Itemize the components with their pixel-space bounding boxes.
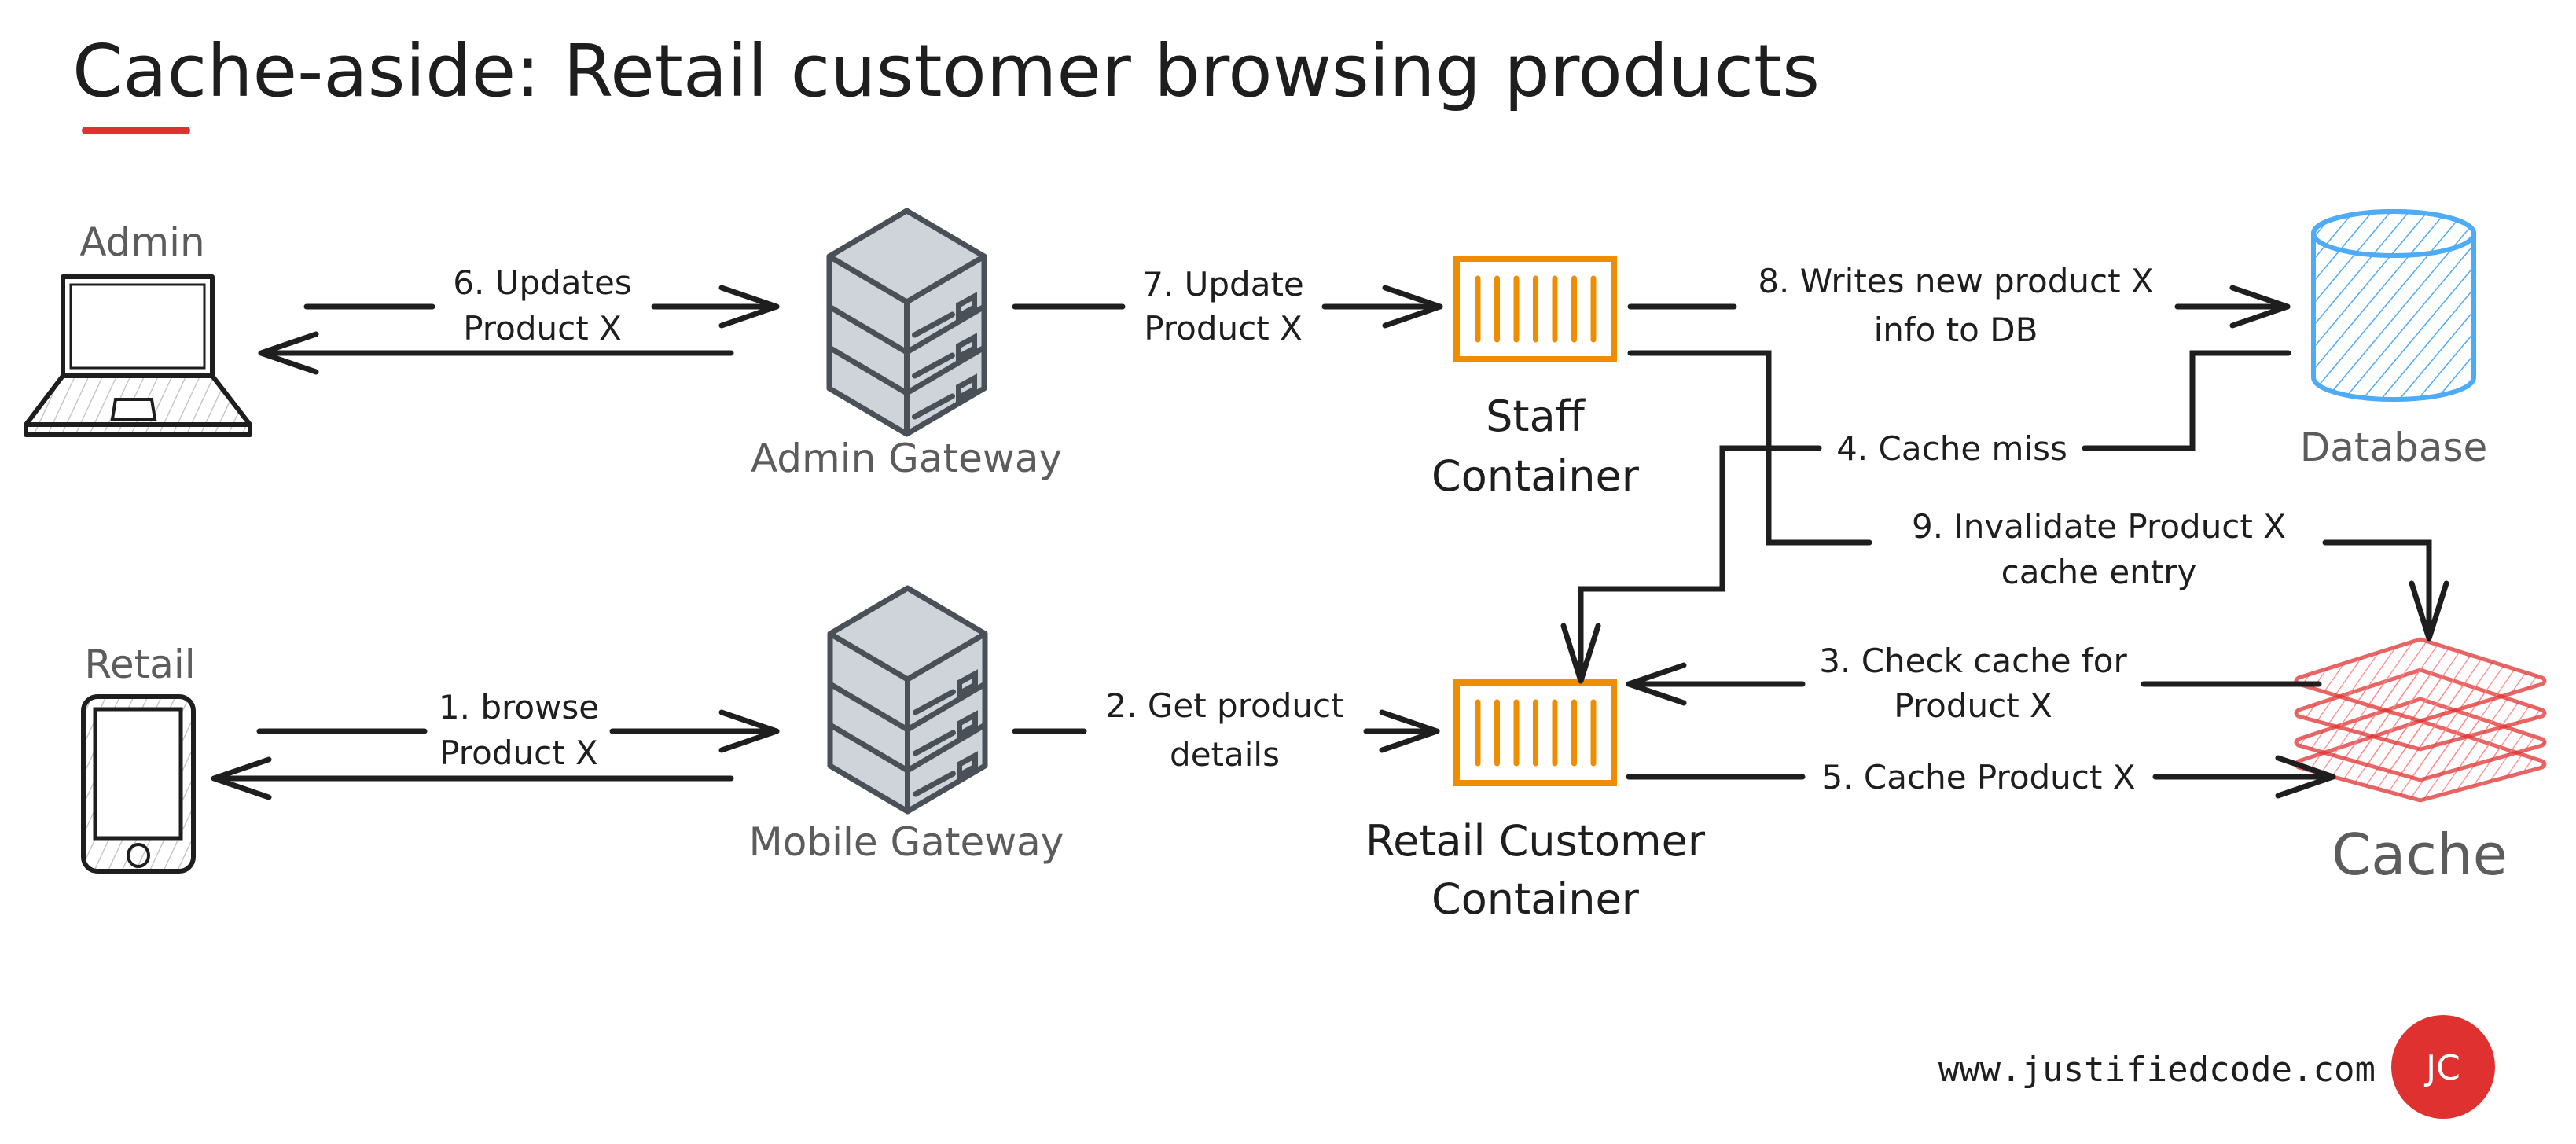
brand-badge-icon (2391, 1015, 2495, 1119)
admin-gateway-node (826, 208, 987, 437)
retail-node: Retail (81, 642, 196, 874)
admin-label: Admin (79, 219, 204, 265)
database-node: Database (2300, 209, 2488, 470)
admin-gateway-label: Admin Gateway (751, 436, 1062, 481)
retail-container-label-line-2: Container (1431, 874, 1640, 924)
arrowhead-left-icon (1626, 662, 1687, 706)
edge-7: 7. Update Product X (1012, 265, 1443, 348)
staff-container-label-line-1: Staff (1486, 392, 1586, 441)
phone-icon (81, 694, 196, 874)
arrowhead-right-icon (2275, 755, 2336, 799)
retail-container-node (1453, 679, 1617, 786)
arrowhead-down-icon (1560, 623, 1601, 684)
edge-1-label-line-1: 1. browse (439, 688, 599, 726)
cache-label: Cache (2332, 822, 2508, 888)
admin-node: Admin (24, 219, 252, 437)
cache-layers-icon (2294, 637, 2547, 803)
edge-9: 9. Invalidate Product X cache entry (1627, 350, 2449, 642)
edge-2-label-line-2: details (1170, 735, 1280, 774)
mobile-gateway-label: Mobile Gateway (749, 819, 1064, 865)
arrowhead-right-icon (718, 709, 780, 753)
retail-container-label-line-1: Retail Customer (1365, 816, 1706, 866)
arrowhead-left-icon (258, 331, 319, 375)
server-stack-icon (826, 208, 987, 437)
edge-4: 4. Cache miss (1560, 350, 2291, 684)
edge-3-label-line-1: 3. Check cache for (1819, 642, 2127, 680)
edge-7-label-line-2: Product X (1144, 309, 1303, 348)
cache-node: Cache (2294, 637, 2547, 888)
title-underline (82, 127, 190, 134)
edge-8-label-line-1: 8. Writes new product X (1758, 262, 2153, 300)
edge-9-label-line-2: cache entry (2001, 553, 2197, 591)
edge-6-label-line-1: 6. Updates (453, 263, 631, 302)
edge-4-label: 4. Cache miss (1836, 429, 2067, 468)
edge-9-line (2322, 539, 2432, 640)
arrowhead-right-icon (2229, 285, 2291, 329)
edge-8-label-line-2: info to DB (1874, 311, 2038, 349)
laptop-icon (24, 274, 252, 437)
server-stack-icon (827, 585, 988, 815)
edge-2: 2. Get product details (1012, 686, 1440, 774)
website-link[interactable]: www.justifiedcode.com (1938, 1050, 2376, 1090)
edge-6-label-line-2: Product X (463, 309, 622, 348)
edge-1-label-line-2: Product X (439, 734, 598, 772)
edge-7-label-line-1: 7. Update (1142, 265, 1304, 303)
edge-5-label: 5. Cache Product X (1822, 758, 2136, 796)
staff-container-label-line-2: Container (1431, 451, 1640, 501)
brand-badge-text: JC (2423, 1048, 2460, 1088)
edge-4-line (2082, 350, 2291, 451)
arrowhead-right-icon (1379, 709, 1440, 753)
edge-6: 6. Updates Product X (258, 263, 780, 375)
arrowhead-down-icon (2409, 580, 2449, 642)
arrowhead-right-icon (718, 285, 780, 329)
edge-4-line (1578, 445, 1822, 682)
footer: www.justifiedcode.com JC (1938, 1015, 2495, 1119)
arrowhead-right-icon (1382, 285, 1443, 329)
staff-container-node (1453, 256, 1617, 362)
edge-2-label-line-1: 2. Get product (1105, 686, 1343, 725)
database-label: Database (2300, 425, 2488, 470)
container-icon (1453, 679, 1617, 786)
edge-9-label-line-1: 9. Invalidate Product X (1912, 507, 2286, 546)
database-cylinder-icon (2311, 209, 2476, 402)
page-title: Cache-aside: Retail customer browsing pr… (72, 29, 1820, 113)
mobile-gateway-node (827, 585, 988, 815)
arrowhead-left-icon (211, 756, 272, 800)
edge-8: 8. Writes new product X info to DB (1627, 262, 2291, 349)
container-icon (1453, 256, 1617, 362)
edge-3-label-line-2: Product X (1894, 686, 2052, 725)
retail-label: Retail (84, 642, 195, 687)
edge-5: 5. Cache Product X (1626, 755, 2336, 799)
edge-1: 1. browse Product X (211, 688, 780, 800)
edge-3: 3. Check cache for Product X (1626, 642, 2322, 725)
